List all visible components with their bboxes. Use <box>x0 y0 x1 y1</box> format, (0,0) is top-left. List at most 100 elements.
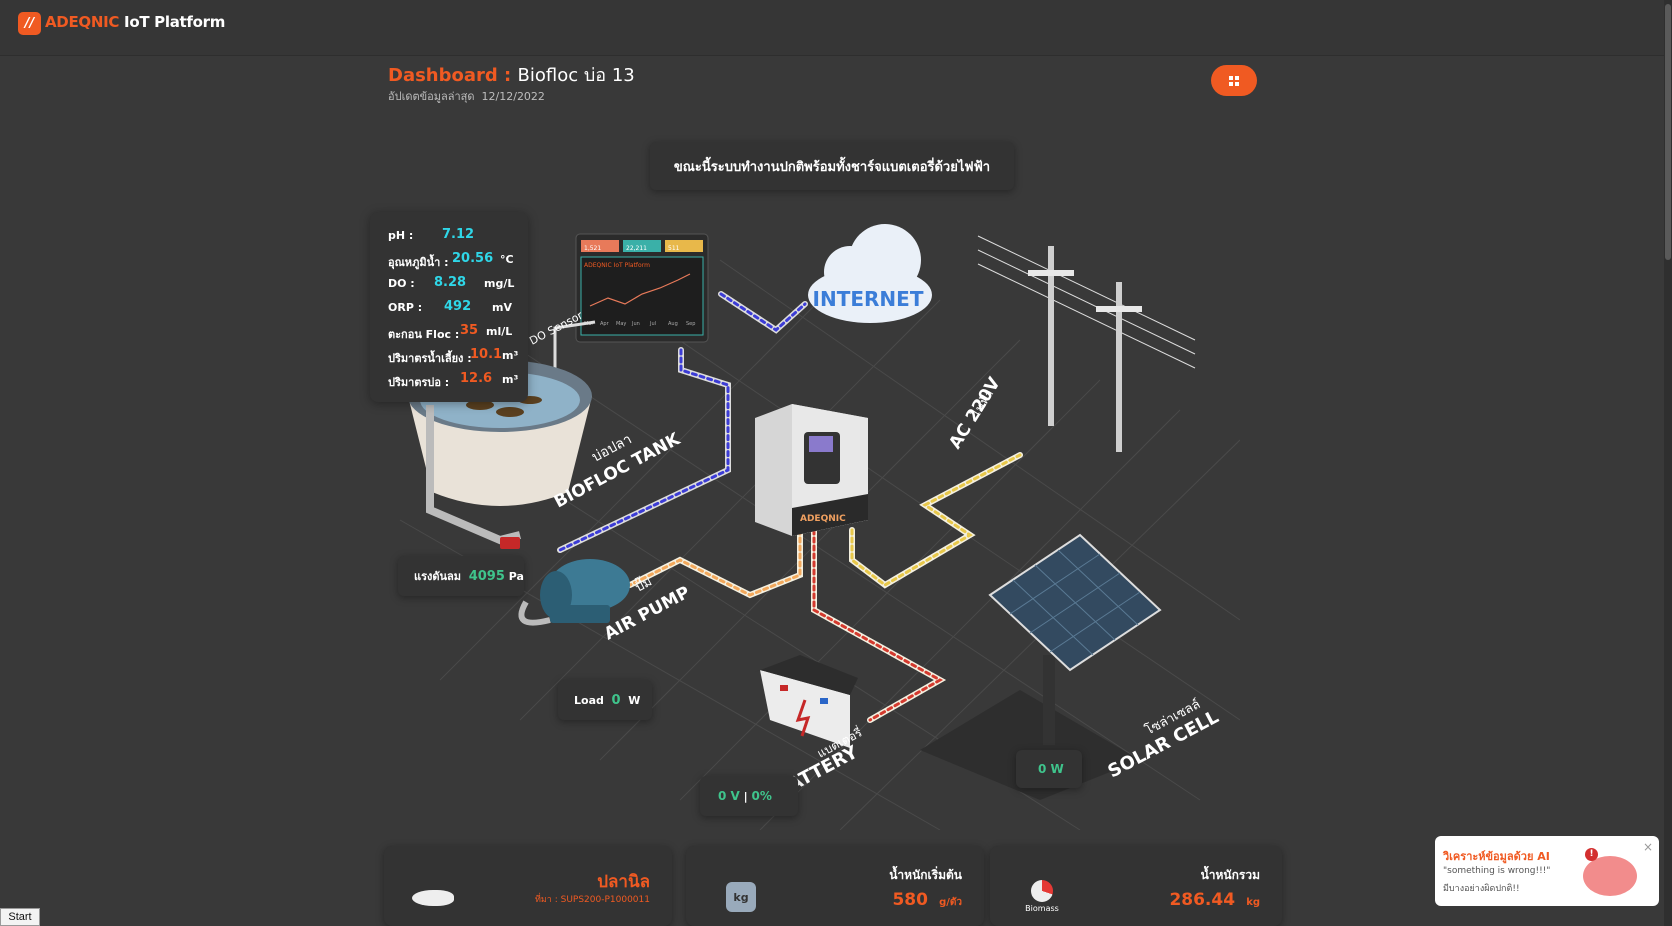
start-weight-reading: 580 g/ตัว <box>892 890 962 910</box>
alert-icon: ! <box>1585 848 1598 861</box>
fish-icon <box>412 890 454 906</box>
air-pressure-label: แรงดันลม <box>414 570 462 583</box>
total-weight-value: 286.44 <box>1169 890 1236 910</box>
brand-accent: ADEQNIC <box>45 13 120 31</box>
sensor-label: ปริมาตรบ่อ : <box>388 376 450 389</box>
dashboard-monitor: 1,521 22,211 511 ADEQNIC IoT Platform Ma… <box>575 233 709 343</box>
start-weight-title: น้ำหนักเริ่มต้น <box>889 868 962 882</box>
sensor-row-tank-volume: ปริมาตรบ่อ : 12.6 m³ <box>388 370 528 394</box>
sensor-unit: m³ <box>502 349 519 362</box>
sensor-label: ปริมาตรน้ำเลี้ยง : <box>388 352 472 365</box>
system-status-text: ขณะนี้ระบบทำงานปกติพร้อมทั้งชาร์จแบตเตอร… <box>673 159 991 175</box>
monitor-kpi-1: 1,521 <box>584 245 601 252</box>
cables <box>557 291 1023 723</box>
solar-value: 0 W <box>1038 762 1064 776</box>
air-pressure-unit: Pa <box>508 569 524 583</box>
do-sensor-cable <box>553 320 596 370</box>
grid-view-button[interactable] <box>1211 65 1257 96</box>
sensor-row-floc: ตะกอน Floc : 35 ml/L <box>388 322 528 346</box>
battery-voltage: 0 V <box>718 789 740 803</box>
close-icon-glyph: × <box>1642 840 1653 854</box>
sensor-value: 10.1 <box>470 347 503 362</box>
close-icon[interactable]: × <box>1643 840 1653 854</box>
monitor-kpi-2: 22,211 <box>626 245 647 252</box>
monitor-month: Jul <box>649 321 656 327</box>
alert-icon-glyph: ! <box>1589 849 1594 859</box>
sensor-unit: mV <box>492 301 512 314</box>
load-label: Load <box>574 693 604 707</box>
battery-chip: 0 V | 0% <box>700 776 798 816</box>
scale-icon: kg <box>726 882 756 912</box>
ai-popup-message-th: มีบางอย่างผิดปกติ!! <box>1443 884 1520 894</box>
grid-icon <box>1229 75 1239 86</box>
air-pressure-chip: แรงดันลม 4095 Pa <box>398 556 524 596</box>
sensor-unit: mg/L <box>484 277 515 290</box>
total-weight-title: น้ำหนักรวม <box>1200 868 1260 882</box>
load-unit: W <box>628 693 641 707</box>
page-title-label: Dashboard : <box>388 65 512 86</box>
monitor-month: Apr <box>600 321 610 327</box>
sensor-row-do: DO : 8.28 mg/L <box>388 274 528 298</box>
system-status-banner: ขณะนี้ระบบทำงานปกติพร้อมทั้งชาร์จแบตเตอร… <box>650 142 1014 190</box>
sensor-value: 35 <box>460 323 479 338</box>
sensor-value: 20.56 <box>452 251 494 266</box>
sensor-value: 492 <box>444 299 472 314</box>
scrollbar-thumb[interactable] <box>1665 4 1671 260</box>
sensor-label: ORP : <box>388 301 423 314</box>
sensor-unit: m³ <box>502 373 519 386</box>
solar-panel <box>920 533 1162 800</box>
internet-cable <box>718 291 808 334</box>
sensor-value: 7.12 <box>442 227 475 242</box>
sensor-unit: °C <box>500 253 514 266</box>
total-weight-card[interactable]: Biomass น้ำหนักรวม 286.44 kg <box>990 846 1282 926</box>
air-pressure-value: 4095 <box>468 568 505 584</box>
biomass-icon: Biomass <box>1020 880 1064 913</box>
brand-name[interactable]: ADEQNIC IoT Platform <box>45 13 225 31</box>
ai-analysis-popup[interactable]: วิเคราะห์ข้อมูลด้วย AI "something is wro… <box>1435 836 1659 906</box>
page-scrollbar[interactable] <box>1664 0 1672 926</box>
monitor-month: Sep <box>686 321 695 327</box>
battery <box>755 655 858 748</box>
ai-popup-title: วิเคราะห์ข้อมูลด้วย AI <box>1443 850 1550 863</box>
internet-label: INTERNET <box>813 287 924 311</box>
ai-popup-message-en: "something is wrong!!!" <box>1443 866 1551 876</box>
sensor-row-temp: อุณหภูมิน้ำ : 20.56 °C <box>388 250 528 274</box>
sensor-unit: ml/L <box>486 325 513 338</box>
total-weight-reading: 286.44 kg <box>1169 890 1260 910</box>
sensor-label: pH : <box>388 229 414 242</box>
sensor-row-ph: pH : 7.12 <box>388 226 528 250</box>
monitor-brand: ADEQNIC IoT Platform <box>584 262 650 269</box>
page-title-value: Biofloc บ่อ 13 <box>517 65 635 86</box>
solar-chip: 0 W <box>1016 750 1082 788</box>
ai-fish-icon <box>1583 856 1637 896</box>
sensor-label: ตะกอน Floc : <box>388 328 460 341</box>
load-chip: Load 0 W <box>558 680 652 720</box>
biomass-icon-label: Biomass <box>1025 904 1059 913</box>
brand-rest: IoT Platform <box>124 13 226 31</box>
brand-logo-icon[interactable]: // <box>18 12 41 35</box>
monitor-month: Jun <box>631 321 640 327</box>
last-updated-date: 12/12/2022 <box>481 90 545 103</box>
start-weight-value: 580 <box>892 890 928 910</box>
sensor-row-orp: ORP : 492 mV <box>388 298 528 322</box>
internet-cloud: INTERNET <box>808 224 932 323</box>
start-button-label: Start <box>8 911 32 923</box>
page-title: Dashboard : Biofloc บ่อ 13 <box>388 60 635 89</box>
sensor-label: DO : <box>388 277 415 290</box>
total-weight-unit: kg <box>1246 897 1260 908</box>
inverter-brand: ADEQNIC <box>800 514 846 524</box>
fish-name: ปลานิล <box>597 872 650 892</box>
battery-separator: | <box>743 789 748 803</box>
monitor-month: Aug <box>668 321 678 327</box>
start-weight-unit: g/ตัว <box>939 897 962 908</box>
battery-percent: 0% <box>751 789 772 803</box>
sensor-readings-panel: pH : 7.12 อุณหภูมิน้ำ : 20.56 °C DO : 8.… <box>370 212 528 402</box>
load-value: 0 <box>611 692 621 708</box>
power-poles <box>977 235 1196 452</box>
fish-card[interactable]: ปลานิล ที่มา : SUPS200-P1000011 <box>384 846 672 926</box>
last-updated-label: อัปเดตข้อมูลล่าสุด <box>388 90 475 103</box>
start-button[interactable]: Start <box>0 908 40 926</box>
fish-source: ที่มา : SUPS200-P1000011 <box>534 895 650 905</box>
start-weight-card[interactable]: kg น้ำหนักเริ่มต้น 580 g/ตัว <box>686 846 984 926</box>
monitor-month: May <box>616 321 626 327</box>
